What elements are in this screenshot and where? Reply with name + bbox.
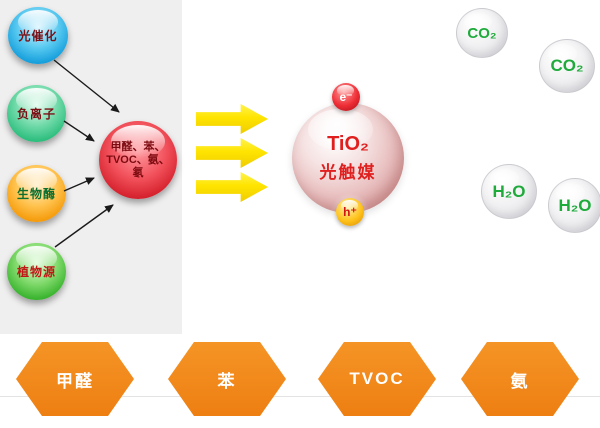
tio2-formula: TiO₂ — [327, 133, 369, 155]
hole-ball: h⁺ — [336, 198, 364, 226]
hexagon-label: TVOC — [349, 369, 405, 388]
pollutant-hexagon-ammonia: 氨 — [461, 342, 579, 416]
hole-label: h⁺ — [343, 205, 357, 219]
electron-label: e⁻ — [339, 90, 353, 104]
method-sphere-negative-ion: 负离子 — [7, 85, 66, 142]
pollutants-line-2: TVOC、氨、 — [106, 153, 170, 166]
co2-label: CO₂ — [467, 24, 497, 42]
co2-label: CO₂ — [550, 56, 584, 75]
tio2-chinese-name: 光触媒 — [319, 163, 377, 182]
pollutants-line-1: 甲醛、苯、 — [110, 140, 166, 153]
hexagon-label: 甲醛 — [56, 371, 94, 391]
method-label-photocatalysis: 光催化 — [18, 29, 58, 43]
method-label-bio-enzyme: 生物酶 — [16, 187, 56, 201]
h2o-bubble: H₂O — [548, 178, 600, 233]
h2o-label: H₂O — [558, 195, 592, 215]
co2-bubble: CO₂ — [456, 8, 508, 58]
method-sphere-plant-extract: 植物源 — [7, 243, 66, 300]
method-label-negative-ion: 负离子 — [16, 107, 56, 121]
method-label-plant-extract: 植物源 — [16, 265, 56, 279]
pollutant-hexagon-benzene: 苯 — [168, 342, 286, 416]
method-sphere-photocatalysis: 光催化 — [8, 7, 68, 64]
pollutant-hexagon-formaldehyde: 甲醛 — [16, 342, 134, 416]
hexagon-label: 氨 — [510, 371, 530, 391]
divider-line — [0, 396, 600, 397]
h2o-bubble: H₂O — [481, 164, 537, 219]
process-arrow-icon — [196, 172, 268, 202]
electron-ball: e⁻ — [332, 83, 360, 111]
h2o-label: H₂O — [492, 181, 526, 201]
process-arrow-icon — [196, 138, 268, 168]
pollutant-hexagon-tvoc: TVOC — [318, 342, 436, 416]
tio2-photocatalyst-bubble: TiO₂ 光触媒 — [292, 103, 404, 213]
method-sphere-bio-enzyme: 生物酶 — [7, 165, 66, 222]
pollutants-line-3: 氡 — [132, 166, 144, 179]
hexagon-label: 苯 — [217, 371, 237, 391]
process-arrow-icon — [196, 104, 268, 134]
co2-bubble: CO₂ — [539, 39, 595, 93]
pollutants-sphere: 甲醛、苯、 TVOC、氨、 氡 — [99, 121, 177, 199]
